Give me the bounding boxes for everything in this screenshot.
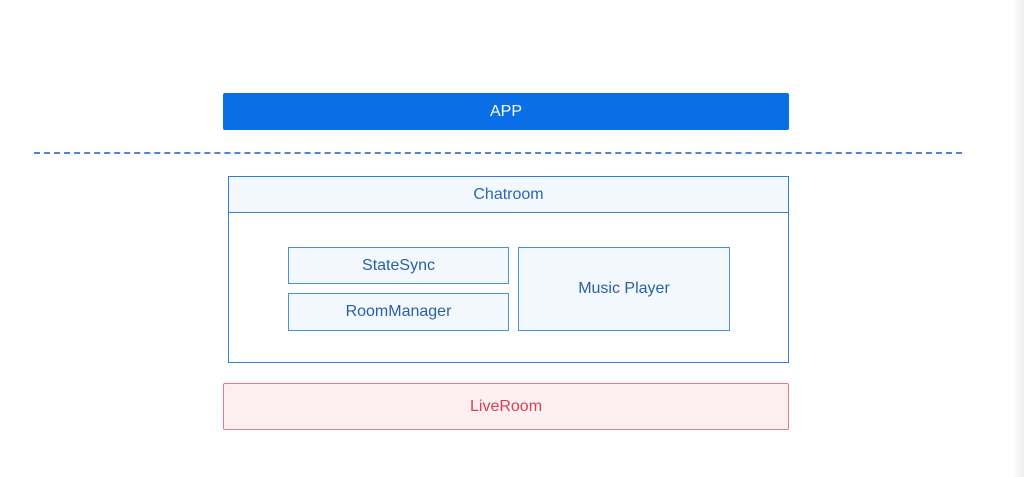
- right-edge-shadow: [1012, 0, 1024, 477]
- chatroom-header: Chatroom: [229, 177, 788, 213]
- layer-divider-dashed-line: [34, 152, 962, 154]
- app-layer-box: APP: [223, 93, 789, 130]
- roommanager-module-box: RoomManager: [288, 293, 509, 331]
- statesync-label: StateSync: [362, 256, 435, 274]
- app-layer-label: APP: [489, 102, 522, 120]
- music-player-label: Music Player: [578, 280, 670, 297]
- liveroom-layer-box: LiveRoom: [223, 383, 789, 430]
- music-player-module-box: Music Player: [518, 247, 730, 331]
- chatroom-title: Chatroom: [473, 185, 544, 203]
- liveroom-layer-label: LiveRoom: [469, 397, 543, 415]
- roommanager-label: RoomManager: [345, 303, 452, 320]
- statesync-module-box: StateSync: [288, 247, 509, 284]
